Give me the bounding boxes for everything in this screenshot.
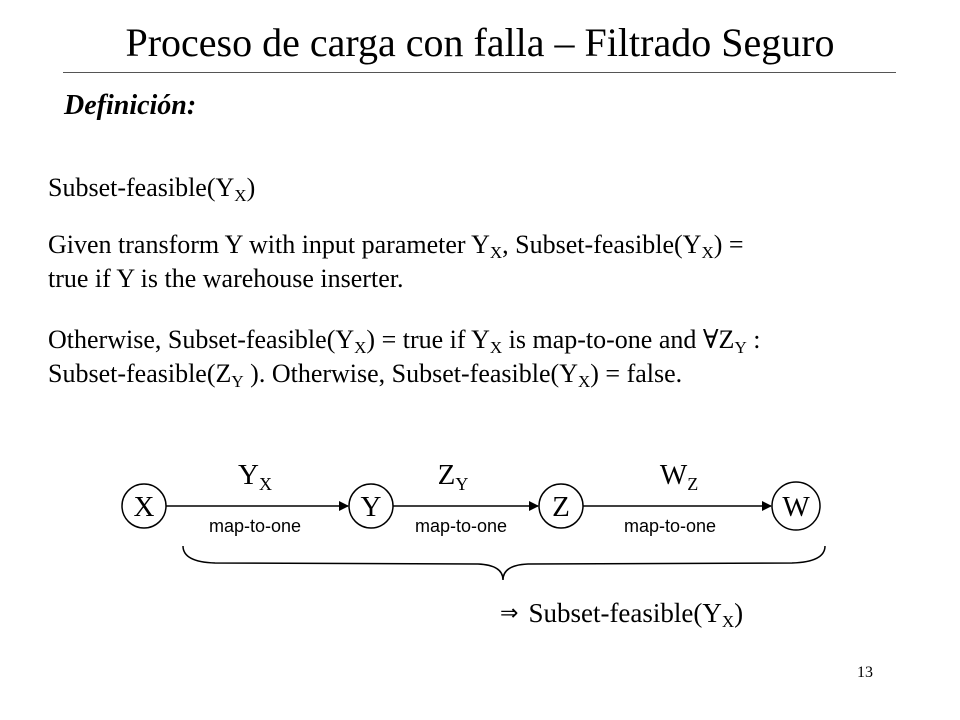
subscript: X [701,243,714,262]
transform-chain-diagram: X Y Z W YX ZY WZ map-to-one map-to-one m… [121,459,826,581]
conclusion: ⇒ Subset-feasible(YX) [500,596,743,631]
term-close: ) [246,173,256,202]
subscript: X [577,372,591,391]
implies-arrow-icon: ⇒ [500,601,519,626]
edge-label-main: Z [438,459,456,491]
subscript: X [234,186,247,205]
p2-text-f: ). Otherwise, Subset-feasible(Y [243,359,578,388]
edge-label-main: W [660,459,688,491]
subscript: Y [231,372,244,391]
definition-paragraph-2: Otherwise, Subset-feasible(YX) = true if… [48,323,928,391]
node-label: W [782,491,810,523]
node-w: W [771,481,821,531]
p2-text-a: Otherwise, Subset-feasible(Y [48,325,355,354]
subscript: X [721,612,735,631]
p2-text-e: Subset-feasible(Z [48,359,232,388]
title-divider [63,72,896,73]
definition-heading: Definición: [64,90,197,121]
p2-text-b: ) = true if Y [366,325,490,354]
edge-label-main: Y [238,459,259,491]
edge-label-yx: YX [238,459,272,494]
conclusion-close: ) [734,598,744,628]
p2-text-c: is map-to-one and ∀Z [502,325,735,354]
p1-text-a: Given transform Y with input parameter Y [48,230,490,259]
subscript: X [489,338,503,357]
node-z: Z [538,483,584,529]
edge-note-2: map-to-one [415,516,507,536]
subscript: X [354,338,367,357]
conclusion-text: Subset-feasible(Y [528,598,722,628]
edge-label-wz: WZ [660,459,698,494]
node-x: X [121,483,167,529]
p1-text-d: true if Y is the warehouse inserter. [48,264,404,293]
definition-paragraph-1: Given transform Y with input parameter Y… [48,228,928,296]
p1-text-b: , Subset-feasible(Y [502,230,702,259]
p2-text-g: ) = false. [590,359,683,388]
p1-text-c: ) = [713,230,744,259]
edge-label-sub: X [259,474,272,494]
edge-label-sub: Z [687,474,698,494]
node-label: X [134,491,155,523]
edge-note-1: map-to-one [209,516,301,536]
p2-text-d: : [746,325,761,354]
slide-title: Proceso de carga con falla – Filtrado Se… [125,20,835,65]
subscript: X [489,243,503,262]
page-number: 13 [857,664,873,681]
subscript: Y [734,338,747,357]
node-label: Z [552,491,570,523]
edge-note-3: map-to-one [624,516,716,536]
grouping-brace [182,545,826,581]
definition-term: Subset-feasible(YX) [48,171,928,205]
edge-label-sub: Y [455,474,468,494]
node-label: Y [361,491,382,523]
edge-label-zy: ZY [438,459,469,494]
node-y: Y [348,483,394,529]
term-text: Subset-feasible(Y [48,173,235,202]
